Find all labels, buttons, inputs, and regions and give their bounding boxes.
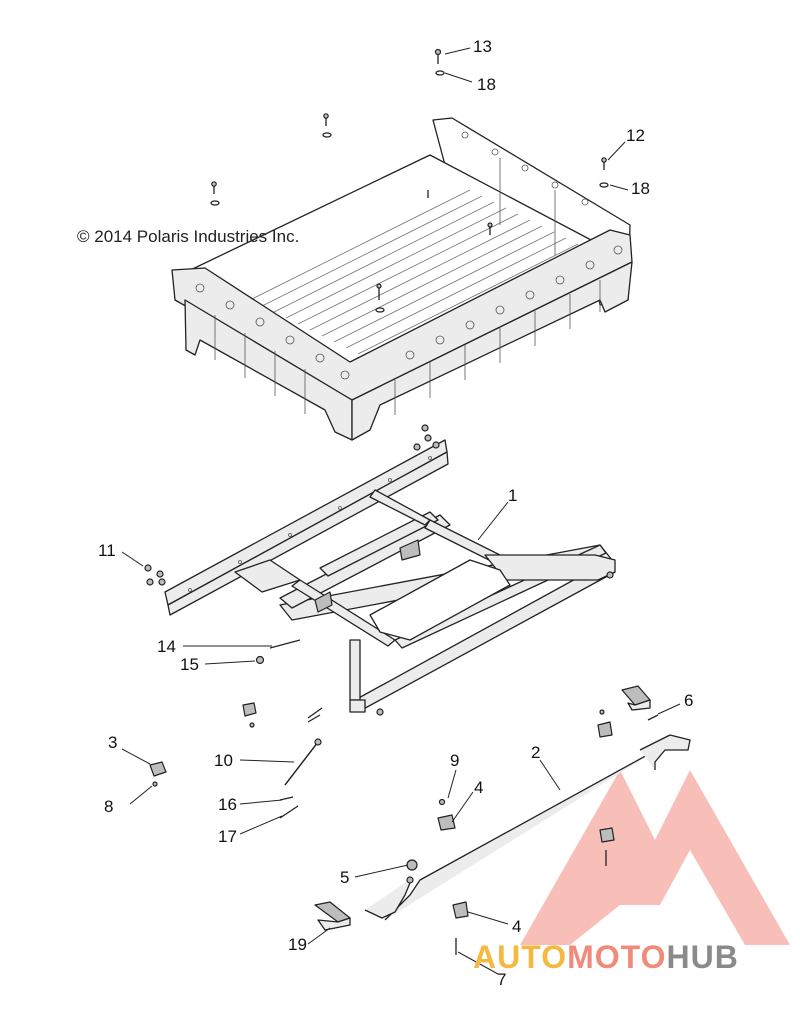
watermark-text: AUTOMOTOHUB xyxy=(473,939,739,975)
callout-4-lower: 4 xyxy=(512,917,521,936)
part-10-strut xyxy=(279,707,323,819)
callout-9: 9 xyxy=(450,751,459,770)
callouts: 13 18 12 18 1 11 14 15 6 2 3 10 9 4 8 16… xyxy=(98,37,693,989)
callout-10: 10 xyxy=(214,751,233,770)
callout-6: 6 xyxy=(684,691,693,710)
leader-lines xyxy=(121,47,681,975)
callout-1: 1 xyxy=(508,486,517,505)
copyright-text: © 2014 Polaris Industries Inc. xyxy=(77,227,299,246)
callout-13: 13 xyxy=(473,37,492,56)
part-2-latch-rod xyxy=(364,734,691,921)
cargo-box xyxy=(171,117,633,441)
callout-19: 19 xyxy=(288,935,307,954)
callout-11: 11 xyxy=(98,541,116,560)
callout-12: 12 xyxy=(626,126,645,145)
watermark-moto: MOTO xyxy=(567,939,666,975)
frame-hardware xyxy=(144,424,440,665)
callout-8: 8 xyxy=(104,797,113,816)
latch-hardware xyxy=(406,709,659,955)
callout-15: 15 xyxy=(180,655,199,674)
callout-17: 17 xyxy=(218,827,237,846)
bed-frame xyxy=(164,439,616,716)
skirt-bosses xyxy=(214,280,601,415)
callout-16: 16 xyxy=(218,795,237,814)
watermark-hub: HUB xyxy=(666,939,738,975)
watermark-auto: AUTO xyxy=(473,939,567,975)
floor-ribs xyxy=(249,189,579,355)
callout-7: 7 xyxy=(497,970,506,989)
callout-3: 3 xyxy=(108,733,117,752)
rim-holes xyxy=(195,131,623,380)
callout-14: 14 xyxy=(157,637,176,656)
part-3-bumper xyxy=(149,702,257,787)
box-hardware xyxy=(210,48,609,313)
callout-2: 2 xyxy=(531,743,540,762)
rail-holes xyxy=(188,456,432,592)
callout-18-right: 18 xyxy=(631,179,650,198)
callout-4-upper: 4 xyxy=(474,778,483,797)
automotohub-logo-icon xyxy=(520,770,790,945)
callout-5: 5 xyxy=(340,868,349,887)
callout-18-top: 18 xyxy=(477,75,496,94)
part-19-handle-grip xyxy=(314,685,651,931)
